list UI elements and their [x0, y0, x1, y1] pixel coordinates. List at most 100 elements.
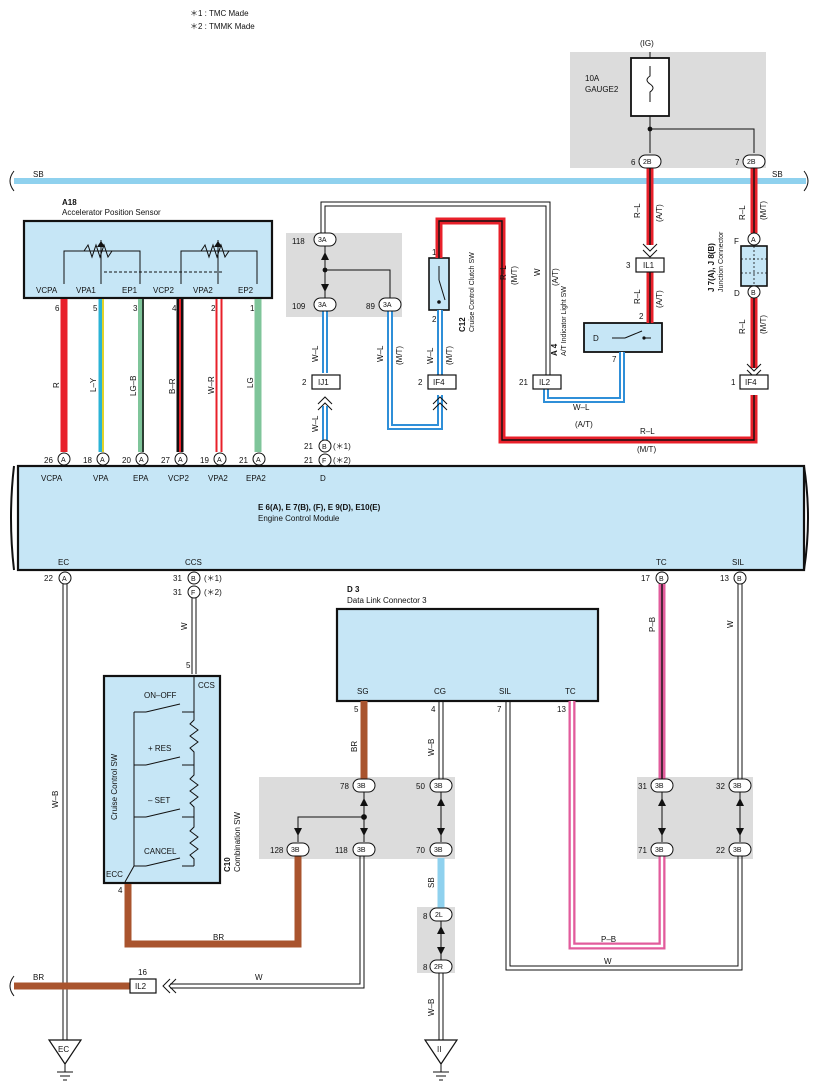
- a18-term-vcpa: VCPA: [36, 286, 58, 295]
- svg-text:A: A: [256, 457, 261, 464]
- if4-left-arrow: [432, 396, 448, 411]
- a18-pin-4: 4: [172, 304, 177, 313]
- svg-text:3A: 3A: [383, 302, 392, 309]
- ecm-term-vpa2: VPA2: [208, 474, 228, 483]
- d3-name: Data Link Connector 3: [347, 596, 427, 605]
- svg-text:B: B: [322, 444, 327, 451]
- wire-wb-ii: [438, 973, 444, 1040]
- wire-label-mt-1: (M/T): [395, 346, 404, 365]
- ecm-pin-21: 21: [239, 456, 248, 465]
- pin-2-ij1: 2: [302, 378, 307, 387]
- a18-term-vpa2: VPA2: [193, 286, 213, 295]
- d3-term-cg: CG: [434, 687, 446, 696]
- jc-pin-f: F: [734, 237, 739, 246]
- svg-text:2R: 2R: [434, 964, 443, 971]
- svg-text:B: B: [737, 576, 742, 583]
- wire-vpa-ly: [98, 299, 104, 452]
- pin-2-if4: 2: [418, 378, 423, 387]
- wire-label-rl-2: R–L: [640, 427, 655, 436]
- c10-pin5: 5: [186, 661, 191, 670]
- svg-text:3A: 3A: [318, 302, 327, 309]
- svg-text:3B: 3B: [291, 847, 300, 854]
- wire-label-wl-2: W–L: [376, 345, 385, 362]
- wire-label-wb-3: W–B: [427, 999, 436, 1016]
- a18-pin-2: 2: [211, 304, 216, 313]
- svg-text:B: B: [751, 290, 756, 297]
- ecm-note-2-b: (＊2): [204, 588, 222, 597]
- d3-connector-box: [335, 607, 600, 703]
- ecm-top-connectors: A A A A A A B F: [57, 439, 332, 467]
- bus-label-left: SB: [33, 170, 44, 179]
- wire-label-rl-6: R–L: [738, 319, 747, 334]
- wire-label-w-4: W: [604, 957, 612, 966]
- connector-il1: [635, 257, 665, 273]
- note-tmc: ＊1 : TMC Made: [190, 9, 249, 18]
- wire-ec-wb: [62, 584, 68, 1040]
- pin-128: 128: [270, 846, 284, 855]
- wire-w-sil-ecm: [737, 584, 743, 780]
- ecm-bottom-connectors: A B F B B: [58, 571, 747, 599]
- connector-il2-top-label: IL2: [539, 378, 551, 387]
- wire-label-mt-6: (M/T): [759, 315, 768, 334]
- d3-term-tc: TC: [565, 687, 576, 696]
- wire-w-il2: [170, 856, 365, 989]
- wire-label-rl-3: R–L: [633, 203, 642, 218]
- ecm-note-1: (＊1): [333, 442, 351, 451]
- c10-switch-box: [102, 674, 222, 885]
- ecm-term-sil: SIL: [732, 558, 745, 567]
- ecm-code: E 6(A), E 7(B), (F), E 9(D), E10(E): [258, 503, 381, 512]
- pin-71: 71: [638, 846, 647, 855]
- d3-term-sil: SIL: [499, 687, 512, 696]
- pin-8-2r: 8: [423, 963, 428, 972]
- a18-term-ep2: EP2: [238, 286, 254, 295]
- ecm-pin-13: 13: [720, 574, 729, 583]
- c12-pin2: 2: [432, 315, 437, 324]
- oval-connectors: 3A 3A 3A 2B 2B A B 3B 3B 3B 3B 3B 2L 2R …: [286, 154, 766, 974]
- svg-text:A: A: [139, 457, 144, 464]
- connector-if4-right-label: IF4: [745, 378, 757, 387]
- connector-ij1: [311, 374, 341, 390]
- svg-text:2B: 2B: [643, 159, 652, 166]
- a4-pin7: 7: [612, 355, 617, 364]
- fuse-name-label: GAUGE2: [585, 85, 619, 94]
- svg-text:3B: 3B: [357, 847, 366, 854]
- ecm-term-epa: EPA: [133, 474, 149, 483]
- a4-pin2: 2: [639, 312, 644, 321]
- c10-switch-onoff: ON–OFF: [144, 691, 177, 700]
- svg-text:F: F: [191, 590, 195, 597]
- ecm-term-vcpa: VCPA: [41, 474, 63, 483]
- fuse-symbol: [646, 66, 654, 102]
- wire-pb-tc: [568, 584, 666, 950]
- d3-code: D 3: [347, 585, 360, 594]
- pin-70: 70: [416, 846, 425, 855]
- wire-label-r: R: [52, 382, 61, 388]
- d3-pin-13: 13: [557, 705, 566, 714]
- a18-pin-1: 1: [250, 304, 255, 313]
- ecm-pin-21-f: 21: [304, 456, 313, 465]
- ecm-term-ccs: CCS: [185, 558, 202, 567]
- wire-label-mt-4: (M/T): [637, 445, 656, 454]
- svg-text:3B: 3B: [357, 783, 366, 790]
- fuse-ig-label: (IG): [640, 39, 654, 48]
- c10-ccs-label: CCS: [198, 681, 215, 690]
- svg-text:A: A: [178, 457, 183, 464]
- a18-name: Accelerator Position Sensor: [62, 208, 161, 217]
- connector-if4-right: [739, 374, 769, 390]
- pin-3-il1: 3: [626, 261, 631, 270]
- ecm-name: Engine Control Module: [258, 514, 340, 523]
- a18-resistor-1: [83, 243, 113, 259]
- wire-label-wb-1: W–B: [51, 791, 60, 808]
- wire-label-rl-4: R–L: [633, 289, 642, 304]
- svg-text:3B: 3B: [733, 783, 742, 790]
- svg-text:3B: 3B: [655, 847, 664, 854]
- jc-code: J 7(A), J 8(B): [707, 243, 716, 292]
- connector-ij1-label: IJ1: [318, 378, 329, 387]
- svg-text:F: F: [322, 458, 326, 465]
- wire-label-lgb: LG–B: [129, 376, 138, 396]
- wire-label-wr: W–R: [207, 376, 216, 394]
- bus-break-left: [9, 170, 15, 192]
- il2-bottom-arrow: [162, 978, 177, 994]
- wire-label-mt-5: (M/T): [759, 201, 768, 220]
- a18-term-vcp2: VCP2: [153, 286, 174, 295]
- c10-switch-res: + RES: [148, 744, 171, 753]
